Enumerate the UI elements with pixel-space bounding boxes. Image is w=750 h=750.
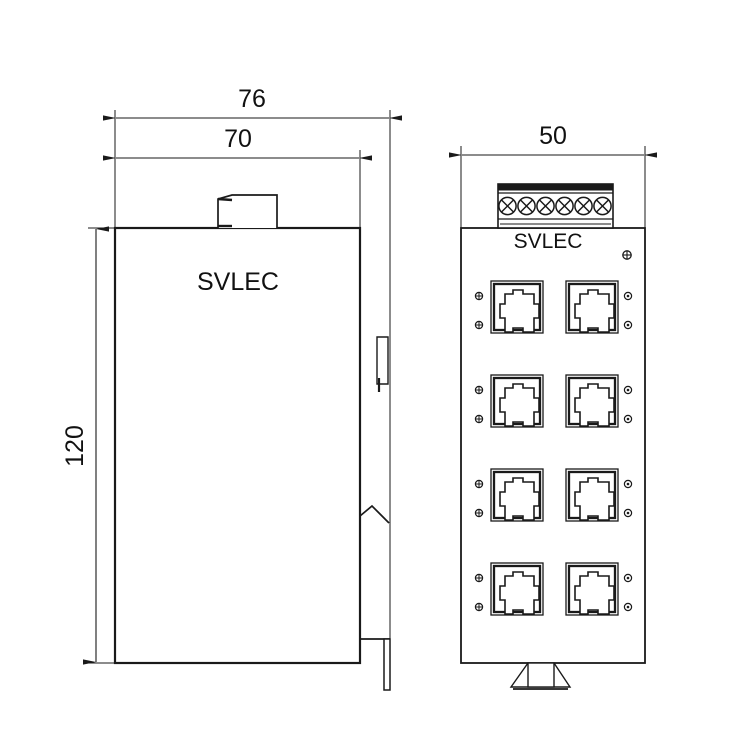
port-led-indicator (623, 291, 633, 301)
port-led-indicator (623, 385, 633, 395)
port-led-indicator (474, 573, 484, 583)
side-view-din-clip-hook (359, 504, 390, 524)
power-led-indicator (622, 250, 632, 260)
side-view-group: 76 70 120 SVLEC (61, 85, 402, 691)
port-led-indicator (474, 479, 484, 489)
terminal-screw (517, 196, 536, 216)
port-led-indicator (474, 320, 484, 330)
port-led-indicator (623, 508, 633, 518)
terminal-screw (593, 196, 612, 216)
dim-label-body-depth: 70 (224, 125, 252, 153)
port-led-indicator (623, 573, 633, 583)
side-view-body (113, 226, 362, 665)
screw-terminal-block (497, 183, 614, 229)
dim-label-overall-height: 120 (61, 425, 89, 467)
port-led-indicator (474, 291, 484, 301)
dim-label-overall-width: 50 (539, 122, 567, 150)
port-led-indicator (474, 385, 484, 395)
rj45-port (490, 468, 544, 522)
front-view-brand-label: SVLEC (514, 230, 583, 253)
side-view-latch-protrusion (376, 336, 389, 385)
rj45-port (565, 280, 619, 334)
rj45-port (565, 374, 619, 428)
side-view-top-tab-lip (217, 197, 233, 202)
rj45-port (490, 374, 544, 428)
terminal-block-top-rail (497, 183, 614, 191)
rj45-port (565, 562, 619, 616)
din-rail-clip (509, 662, 572, 690)
port-led-indicator (474, 602, 484, 612)
port-led-indicator (623, 602, 633, 612)
port-led-indicator (474, 508, 484, 518)
terminal-screw (555, 196, 574, 216)
port-led-indicator (623, 479, 633, 489)
dim-label-overall-depth: 76 (238, 85, 266, 113)
terminal-screw (574, 196, 593, 216)
terminal-screw (498, 196, 517, 216)
port-led-indicator (474, 414, 484, 424)
port-led-indicator (623, 320, 633, 330)
rj45-port (490, 280, 544, 334)
din-clip-inner (527, 662, 555, 688)
terminal-screw (536, 196, 555, 216)
side-view-top-tab (217, 194, 278, 228)
side-view-brand-label: SVLEC (197, 268, 279, 296)
port-led-indicator (623, 414, 633, 424)
rj45-port (490, 562, 544, 616)
side-view-din-clip-foot (383, 638, 391, 691)
rj45-port (565, 468, 619, 522)
front-view-group: 50 (449, 122, 657, 690)
